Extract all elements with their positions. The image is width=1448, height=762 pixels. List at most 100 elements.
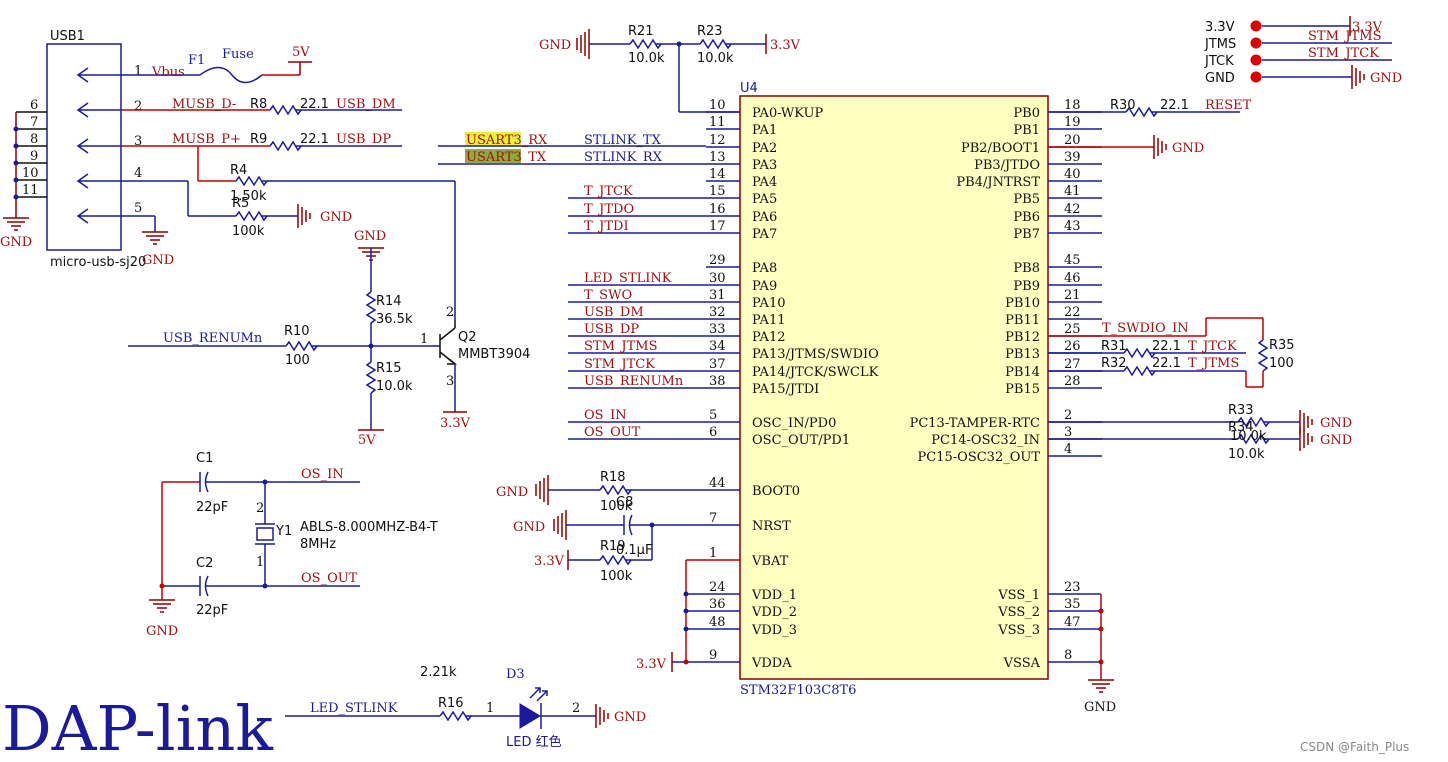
usb-pin-9: 9 [30, 149, 38, 164]
gnd-label-crystal: GND [146, 624, 178, 639]
c2-ref: C2 [196, 556, 213, 571]
mcu-left-pin-name: PA1 [752, 123, 777, 138]
mcu-right-pin-name: PB9 [1013, 279, 1040, 294]
mcu-right-pin-num: 43 [1064, 219, 1081, 234]
usb-part: micro-usb-sj20 [50, 255, 146, 270]
q2-pin3: 3 [446, 374, 454, 389]
mcu-right-pin-name: PC13-TAMPER-RTC [910, 416, 1040, 431]
usb-dp-line: MUSB_P+ R9 22.1 USB_DP R4 1.50k [121, 132, 456, 320]
mcu-right-pin-name: PB2/BOOT1 [961, 141, 1040, 156]
header-label-0: 3.3V [1205, 20, 1235, 35]
mcu-left-pin-num: 34 [709, 339, 726, 354]
mcu-right-pin-num: 22 [1064, 305, 1081, 320]
mcu-left-pin-name: PA14/JTCK/SWCLK [752, 365, 879, 380]
mcu-right-pin-num: 35 [1064, 597, 1081, 612]
y1-pin2: 2 [256, 501, 264, 516]
usb-ref: USB1 [50, 29, 85, 44]
uart-nets: USART3_RX USART3_TX STLINK_TX STLINK_RX [438, 132, 706, 165]
gnd-label-r21: GND [539, 38, 571, 53]
mcu-part: STM32F103C8T6 [740, 683, 856, 698]
mcu-right-pin-name: PB15 [1005, 382, 1040, 397]
r34-ref-overlap: R34 [1228, 420, 1254, 435]
swd-header: 3.3V JTMS JTCK GND 3.3V STM_JTMS STM_JTC… [1204, 16, 1402, 89]
transistor-q2: 2 3 Q2 MMBT3904 3.3V [439, 305, 530, 431]
mcu-left-pin-num: 24 [709, 580, 726, 595]
r9-value: 22.1 [300, 132, 329, 147]
c8-value: 0.1μF [616, 543, 652, 558]
r14-value: 36.5k [376, 312, 413, 327]
mcu-left-pin-name: PA2 [752, 141, 777, 156]
mcu-left-pin-name: PA15/JTDI [752, 382, 819, 397]
gnd-symbol-usb-shield: GND [0, 217, 32, 250]
mcu-right-pin-name: PB3/JTDO [974, 158, 1040, 173]
mcu-right-pin-num: 3 [1064, 425, 1072, 440]
musb-dm-net: MUSB_D- [172, 97, 236, 112]
usb-body [46, 43, 122, 251]
r23-ref: R23 [697, 24, 723, 39]
mcu-left-pin-num: 36 [709, 597, 726, 612]
mcu-left-pin-name: PA8 [752, 261, 777, 276]
gnd-label-boot1: GND [1172, 141, 1204, 156]
mcu-left-net: T_JTDO [584, 202, 634, 217]
os-out-net-crystal: OS_OUT [301, 571, 358, 586]
r4-value: 1.50k [230, 189, 267, 204]
mcu-right-pin-name: VSS_3 [997, 623, 1040, 638]
mcu-right-pin-name: VSS_2 [997, 605, 1040, 620]
gnd-label-pc13: GND [1320, 416, 1352, 431]
mcu-left-pin-name: PA13/JTMS/SWDIO [752, 347, 879, 362]
tjtck-net-right: T_JTCK [1188, 339, 1237, 354]
usb-pin-6: 6 [30, 98, 38, 113]
usb-dm-line: MUSB_D- R8 22.1 USB_DM [121, 97, 402, 116]
boot-reset-circuit: GND R18 100k GND C8 0.1μF 3.3V R19 100k [496, 470, 740, 672]
v5-label-r15: 5V [358, 433, 376, 448]
usb-pin-8: 8 [30, 132, 38, 147]
mcu-left-pin-num: 31 [709, 288, 726, 303]
v33-label-r23: 3.3V [770, 38, 801, 53]
r21-value: 10.0k [628, 51, 665, 66]
usb-pin-10: 10 [22, 166, 39, 181]
mcu-right-pin-name: PB12 [1005, 330, 1040, 345]
mcu-right-pin-num: 40 [1064, 167, 1081, 182]
r35-ref: R35 [1269, 338, 1295, 353]
led-pin1: 1 [486, 701, 494, 716]
usb-pin-2: 2 [134, 99, 142, 114]
mcu-right-pin-name: PB0 [1013, 106, 1040, 121]
mcu-right-pin-num: 23 [1064, 580, 1081, 595]
led-stlink-net: LED_STLINK [310, 701, 398, 716]
header-label-1: JTMS [1204, 37, 1236, 52]
reset-line: R30 22.1 RESET [1048, 98, 1252, 118]
mcu-left-pin-num: 7 [709, 511, 717, 526]
mcu-left-net: T_JTCK [584, 184, 633, 199]
led-d3 [519, 687, 548, 729]
top-pull-resistors: GND 3.3V R21 10.0k R23 10.0k [539, 24, 801, 113]
mcu-left-net: LED_STLINK [584, 271, 672, 286]
mcu-left-pin-name: BOOT0 [752, 484, 800, 499]
usb-pin-3: 3 [134, 134, 142, 149]
r16-value: 2.21k [420, 665, 457, 680]
r18-ref: R18 [600, 470, 626, 485]
usb-gnd-pin5: GND [121, 215, 174, 268]
mcu-left-pin-name: VDD_2 [751, 605, 797, 620]
usb-pin-1: 1 [134, 64, 142, 79]
header-label-3: GND [1205, 71, 1235, 86]
r21-ref: R21 [628, 24, 654, 39]
mcu-left-net: OS_IN [584, 408, 627, 423]
fuse-ref: F1 [188, 53, 205, 68]
mcu-right-pin-name: PB8 [1013, 261, 1040, 276]
mcu-right-pin-num: 20 [1064, 133, 1081, 148]
mcu-right-pin-name: PB14 [1005, 365, 1040, 380]
mcu-left-pin-num: 15 [709, 184, 726, 199]
header-net-0: 3.3V [1352, 20, 1383, 35]
mcu-left-net: T_SWO [584, 288, 632, 303]
r30-value: 22.1 [1160, 98, 1189, 113]
mcu-left-pin-name: PA3 [752, 158, 777, 173]
mcu-left-pin-num: 1 [709, 546, 717, 561]
gnd-label-c8: GND [513, 520, 545, 535]
mcu-left-net: USB_RENUMn [584, 374, 684, 389]
v33-label-r19: 3.3V [534, 554, 565, 569]
y1-pin1: 1 [256, 555, 264, 570]
mcu-right-pin-name: PB4/JNTRST [956, 175, 1040, 190]
mcu-left-pin-name: PA7 [752, 227, 777, 242]
mcu-left-pin-num: 44 [709, 476, 726, 491]
mcu-ref: U4 [740, 81, 758, 96]
